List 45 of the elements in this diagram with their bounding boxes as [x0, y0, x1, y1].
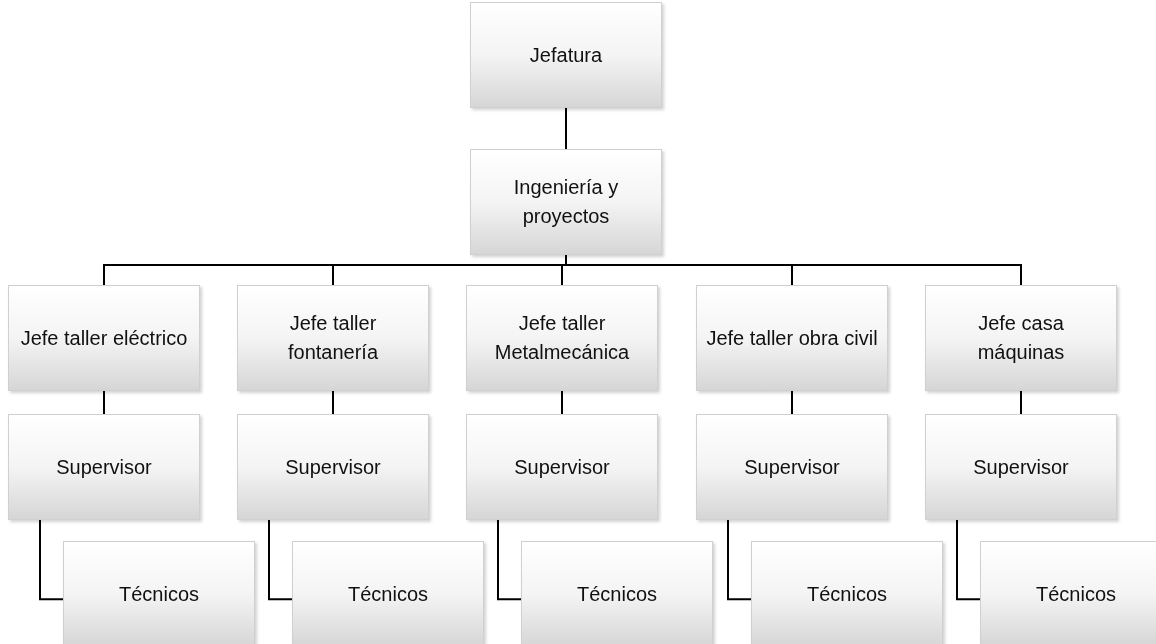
role-label: Supervisor [973, 454, 1069, 480]
connector-line [332, 390, 334, 415]
role-label: Técnicos [1036, 581, 1116, 607]
connector-line [561, 390, 563, 415]
role-label: Supervisor [56, 454, 152, 480]
org-box [980, 541, 1156, 644]
role-label: Técnicos [348, 581, 428, 607]
connector-line [497, 519, 522, 601]
role-label: Jefe taller Metalmecánica [493, 311, 631, 365]
org-box [521, 541, 713, 644]
connector-line [956, 519, 981, 601]
connector-line [103, 390, 105, 415]
org-box [237, 414, 429, 520]
connector-line [268, 519, 293, 601]
org-box [466, 285, 658, 391]
role-label: Jefe taller obra civil [706, 325, 878, 351]
role-label: Supervisor [285, 454, 381, 480]
role-label: Jefe taller eléctrico [20, 325, 188, 351]
connector-line [727, 519, 752, 601]
role-label: Jefe taller fontanería [286, 311, 380, 365]
org-box [470, 2, 662, 108]
org-box [8, 414, 200, 520]
role-label: Jefe casa máquinas [976, 311, 1066, 365]
org-box [292, 541, 484, 644]
connector-line [565, 107, 567, 150]
org-box [8, 285, 200, 391]
org-box [466, 414, 658, 520]
org-box [925, 285, 1117, 391]
connector-line [1020, 390, 1022, 415]
connector-line [39, 519, 64, 601]
connector-line [791, 390, 793, 415]
org-box [696, 414, 888, 520]
org-box [751, 541, 943, 644]
org-box [470, 149, 662, 255]
role-label: Técnicos [577, 581, 657, 607]
role-label: Ingeniería y proyectos [512, 175, 620, 229]
org-box [696, 285, 888, 391]
role-label: Supervisor [514, 454, 610, 480]
org-box [925, 414, 1117, 520]
org-box [63, 541, 255, 644]
role-label: Técnicos [807, 581, 887, 607]
role-label: Técnicos [119, 581, 199, 607]
org-box [237, 285, 429, 391]
role-label: Jefatura [529, 42, 603, 68]
role-label: Supervisor [744, 454, 840, 480]
